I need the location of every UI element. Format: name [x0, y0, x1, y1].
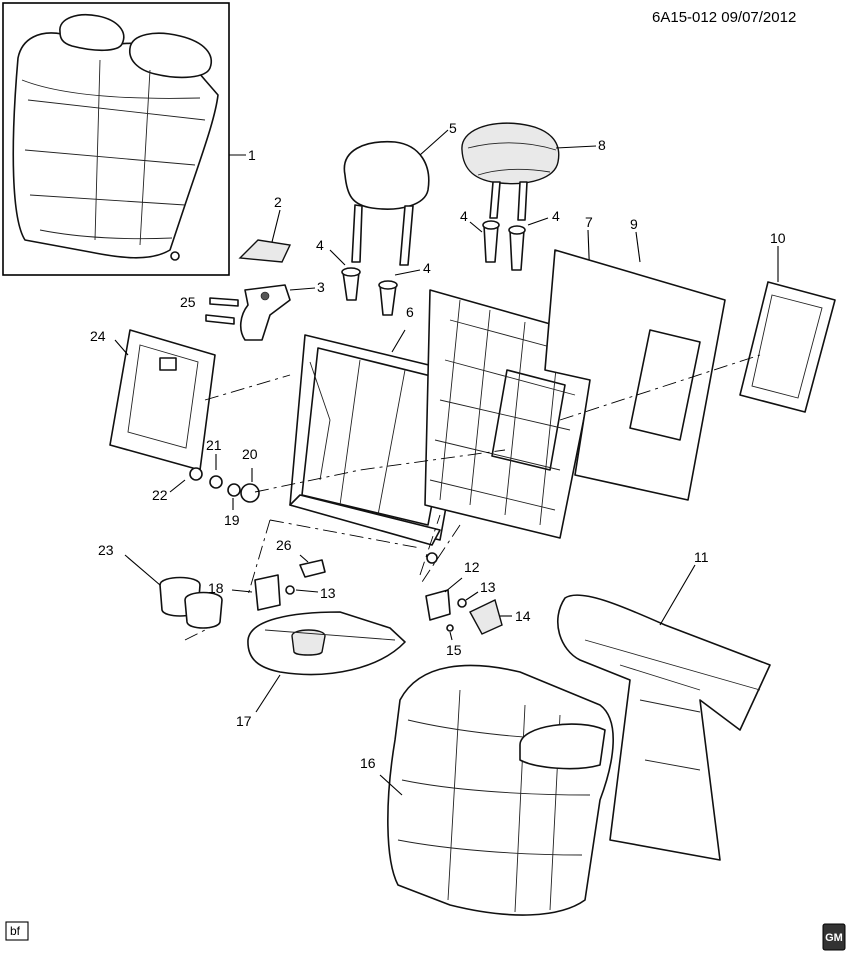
callout-21: 21: [206, 437, 222, 453]
callout-10: 10: [770, 230, 786, 246]
callout-22: 22: [152, 487, 168, 503]
callout-3: 3: [317, 279, 325, 295]
callout-16: 16: [360, 755, 376, 771]
hinge-12: [425, 589, 451, 621]
callout-8: 8: [598, 137, 606, 153]
callout-13-a: 13: [320, 585, 336, 601]
panel-24: [109, 329, 216, 471]
gm-logo-text: GM: [825, 932, 843, 944]
headrest-guides: [341, 220, 526, 316]
cover-14: [469, 599, 503, 635]
callout-2: 2: [274, 194, 282, 210]
bolts-25: [205, 297, 239, 325]
pivot-hardware: [189, 467, 260, 503]
clip-26: [299, 559, 326, 578]
callout-12: 12: [464, 559, 480, 575]
latch-cover-2: [238, 239, 292, 263]
screw-13-left: [285, 585, 295, 595]
callout-1: 1: [248, 147, 256, 163]
cup-holder-23: [159, 576, 223, 629]
callout-25: 25: [180, 294, 196, 310]
callout-7: 7: [585, 214, 593, 230]
callout-19: 19: [224, 512, 240, 528]
back-cover-11: [556, 594, 771, 861]
footer-tag: bf: [10, 924, 21, 938]
armrest-17: [247, 611, 406, 676]
callout-15: 15: [446, 642, 462, 658]
phantom-lines: [184, 354, 761, 641]
callout-4-b: 4: [423, 260, 431, 276]
headrest-5: [343, 140, 430, 266]
callout-4-c: 4: [460, 208, 468, 224]
fastener-15: [446, 624, 454, 632]
callout-4-a: 4: [316, 237, 324, 253]
hinge-18: [254, 574, 281, 611]
callout-6: 6: [406, 304, 414, 320]
callout-17: 17: [236, 713, 252, 729]
callout-18: 18: [208, 580, 224, 596]
callout-23: 23: [98, 542, 114, 558]
latch-3: [239, 284, 291, 341]
headrest-8: [461, 122, 560, 221]
callout-20: 20: [242, 446, 258, 462]
footer-tag-box: [5, 921, 29, 941]
callout-11: 11: [694, 549, 709, 565]
callout-4-d: 4: [552, 208, 560, 224]
callout-13-b: 13: [480, 579, 496, 595]
assembled-seat-back: [12, 14, 219, 261]
diagram-reference: 6A15-012 09/07/2012: [652, 9, 796, 26]
callout-14: 14: [515, 608, 531, 624]
screw-13-right: [457, 598, 467, 608]
seat-back-cushion-16: [387, 664, 614, 916]
callout-5: 5: [449, 120, 457, 136]
callout-24: 24: [90, 328, 106, 344]
gm-logo: GM: [822, 923, 846, 951]
callout-26: 26: [276, 537, 292, 553]
panel-10: [739, 281, 836, 413]
back-trim-9: [544, 249, 726, 501]
inset-frame: [2, 2, 230, 276]
callout-9: 9: [630, 216, 638, 232]
